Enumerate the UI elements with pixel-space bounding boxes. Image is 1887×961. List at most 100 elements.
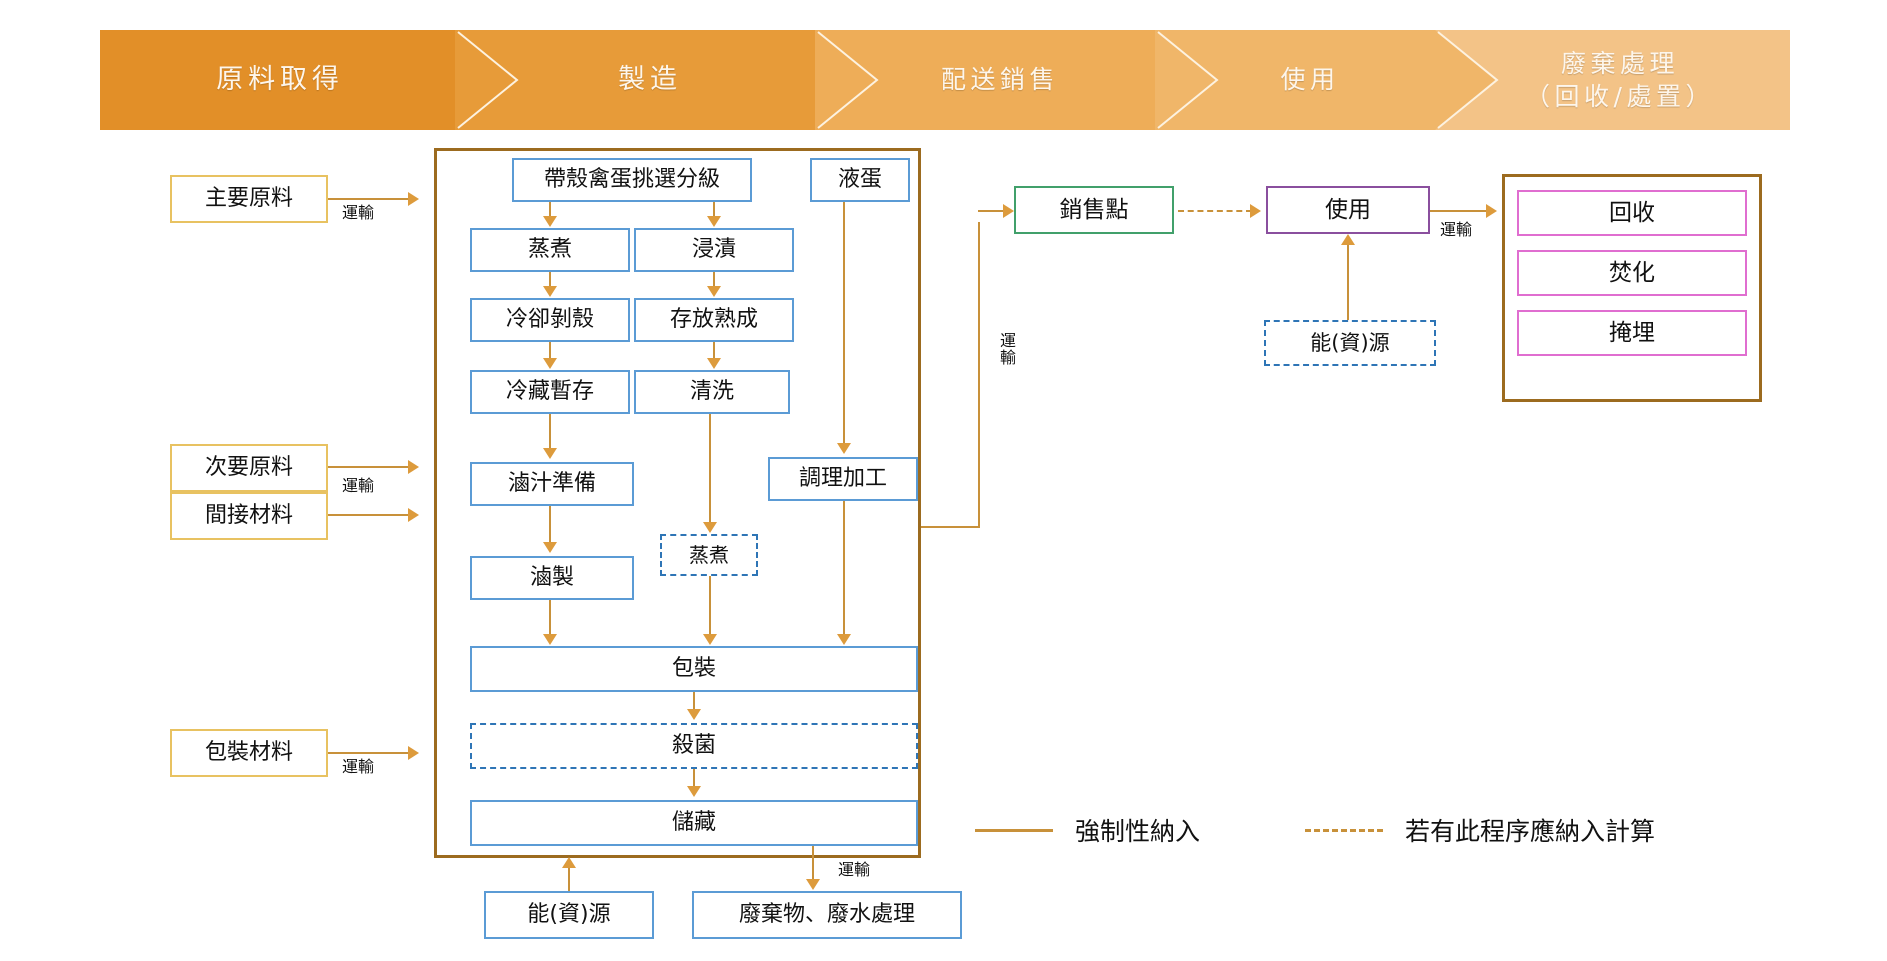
- disposal-frame: [1502, 174, 1762, 402]
- stage-waste-disposal[interactable]: 廢棄處理 （回收/處置）: [1525, 48, 1715, 112]
- process-packaging[interactable]: 包裝: [470, 646, 918, 692]
- process-steam-cook[interactable]: 蒸煮: [470, 228, 630, 272]
- downstream-use[interactable]: 使用: [1266, 186, 1430, 234]
- manufacturing-frame: [434, 148, 921, 858]
- connector-brineprep-braise: [549, 506, 551, 542]
- connector-packaging-transport: [328, 752, 410, 754]
- connector-sales-entry: [978, 210, 1005, 212]
- connector-frame-to-waste: [812, 846, 814, 879]
- connector-cookprocess-packaging: [843, 501, 845, 634]
- connector-grading-steamcook: [549, 202, 551, 218]
- arrow-packaging-sterilize: [687, 709, 701, 720]
- transport-label-1: 運輸: [342, 203, 375, 222]
- connector-storage-sales-vertical: [978, 222, 980, 527]
- arrow-use-to-disposal: [1486, 204, 1497, 218]
- arrow-grading-soak: [707, 216, 721, 227]
- arrow-sterilize-storage: [687, 786, 701, 797]
- connector-soak-storeripen: [713, 272, 715, 286]
- arrow-refrigerate-brineprep: [543, 448, 557, 459]
- process-cook-processing[interactable]: 調理加工: [768, 457, 918, 501]
- arrow-wash-steamcook-optional: [703, 522, 717, 533]
- input-indirect-material[interactable]: 間接材料: [170, 492, 328, 540]
- input-packaging-material[interactable]: 包裝材料: [170, 729, 328, 777]
- process-store-ripen[interactable]: 存放熟成: [634, 298, 794, 342]
- downstream-energy-resource[interactable]: 能(資)源: [1264, 320, 1436, 366]
- connector-storeripen-wash: [713, 342, 715, 358]
- downstream-sales-point[interactable]: 銷售點: [1014, 186, 1174, 234]
- transport-label-5: 運輸: [1440, 220, 1473, 239]
- stage-distribution-sales[interactable]: 配送銷售: [940, 65, 1059, 95]
- legend-solid-line-icon: [975, 828, 1053, 832]
- legend-optional-label: 若有此程序應納入計算: [1405, 817, 1656, 846]
- arrow-to-sales-point: [1003, 204, 1014, 218]
- connector-sterilize-storage: [693, 769, 695, 786]
- connector-braise-packaging: [549, 600, 551, 634]
- arrow-cookprocess-packaging: [837, 634, 851, 645]
- connector-steamcookopt-packaging: [709, 576, 711, 634]
- arrow-grading-steamcook: [543, 216, 557, 227]
- process-egg-grading[interactable]: 帶殼禽蛋挑選分級: [512, 158, 752, 202]
- process-braise[interactable]: 滷製: [470, 556, 634, 600]
- process-sterilization[interactable]: 殺菌: [470, 723, 918, 769]
- process-wash[interactable]: 清洗: [634, 370, 790, 414]
- arrow-steamcookopt-packaging: [703, 634, 717, 645]
- arrow-sales-to-use: [1250, 204, 1261, 218]
- arrow-secondary-transport: [408, 460, 419, 474]
- connector-energy-to-frame: [568, 868, 570, 891]
- stage-manufacturing[interactable]: 製造: [618, 64, 682, 96]
- process-storage[interactable]: 儲藏: [470, 800, 918, 846]
- arrow-energy-to-frame: [562, 857, 576, 868]
- bottom-waste-treatment[interactable]: 廢棄物、廢水處理: [692, 891, 962, 939]
- arrow-indirect-transport: [408, 508, 419, 522]
- connector-sales-use-dashed: [1178, 210, 1252, 212]
- transport-label-4: 運 輸: [1000, 331, 1017, 367]
- connector-refrigerate-brineprep: [549, 414, 551, 448]
- arrow-energy-to-use: [1341, 234, 1355, 245]
- arrow-coolpeel-refrigerate: [543, 358, 557, 369]
- arrow-soak-storeripen: [707, 286, 721, 297]
- connector-indirect-transport: [328, 514, 410, 516]
- process-steam-cook-optional[interactable]: 蒸煮: [660, 534, 758, 576]
- disposal-incineration[interactable]: 焚化: [1517, 250, 1747, 296]
- process-liquid-egg[interactable]: 液蛋: [810, 158, 910, 202]
- connector-primary-transport: [328, 198, 410, 200]
- arrow-frame-to-waste: [806, 879, 820, 890]
- connector-energy-to-use: [1347, 245, 1349, 320]
- stage-use[interactable]: 使用: [1280, 65, 1340, 95]
- arrow-brineprep-braise: [543, 542, 557, 553]
- legend-mandatory: 強制性納入: [975, 812, 1200, 848]
- disposal-landfill[interactable]: 掩埋: [1517, 310, 1747, 356]
- disposal-recycle[interactable]: 回收: [1517, 190, 1747, 236]
- arrow-braise-packaging: [543, 634, 557, 645]
- legend-dashed-line-icon: [1305, 828, 1383, 832]
- arrow-packaging-transport: [408, 746, 419, 760]
- bottom-energy-resource[interactable]: 能(資)源: [484, 891, 654, 939]
- process-cool-peel[interactable]: 冷卻剝殼: [470, 298, 630, 342]
- connector-steamcook-coolpeel: [549, 272, 551, 286]
- connector-wash-steamcook-optional: [709, 414, 711, 522]
- banner-chevrons: [100, 30, 1790, 130]
- connector-use-to-disposal: [1430, 210, 1488, 212]
- transport-label-3: 運輸: [342, 757, 375, 776]
- connector-storage-sales-horizontal: [921, 526, 980, 528]
- connector-grading-soak: [713, 202, 715, 218]
- legend-mandatory-label: 強制性納入: [1075, 817, 1201, 846]
- connector-packaging-sterilize: [693, 692, 695, 709]
- arrow-storeripen-wash: [707, 358, 721, 369]
- process-refrigerate[interactable]: 冷藏暫存: [470, 370, 630, 414]
- legend-optional: 若有此程序應納入計算: [1305, 812, 1655, 848]
- transport-label-6: 運輸: [838, 860, 871, 879]
- connector-liquidegg-cookprocess: [843, 202, 845, 443]
- process-soak[interactable]: 浸漬: [634, 228, 794, 272]
- arrow-primary-transport: [408, 192, 419, 206]
- transport-label-2: 運輸: [342, 476, 375, 495]
- connector-coolpeel-refrigerate: [549, 342, 551, 358]
- process-brine-prep[interactable]: 滷汁準備: [470, 462, 634, 506]
- connector-secondary-transport: [328, 466, 410, 468]
- input-primary-material[interactable]: 主要原料: [170, 175, 328, 223]
- stage-raw-material[interactable]: 原料取得: [216, 64, 344, 96]
- arrow-liquidegg-cookprocess: [837, 443, 851, 454]
- input-secondary-material[interactable]: 次要原料: [170, 444, 328, 492]
- lifecycle-stage-banner: 原料取得 製造 配送銷售 使用 廢棄處理 （回收/處置）: [100, 30, 1790, 130]
